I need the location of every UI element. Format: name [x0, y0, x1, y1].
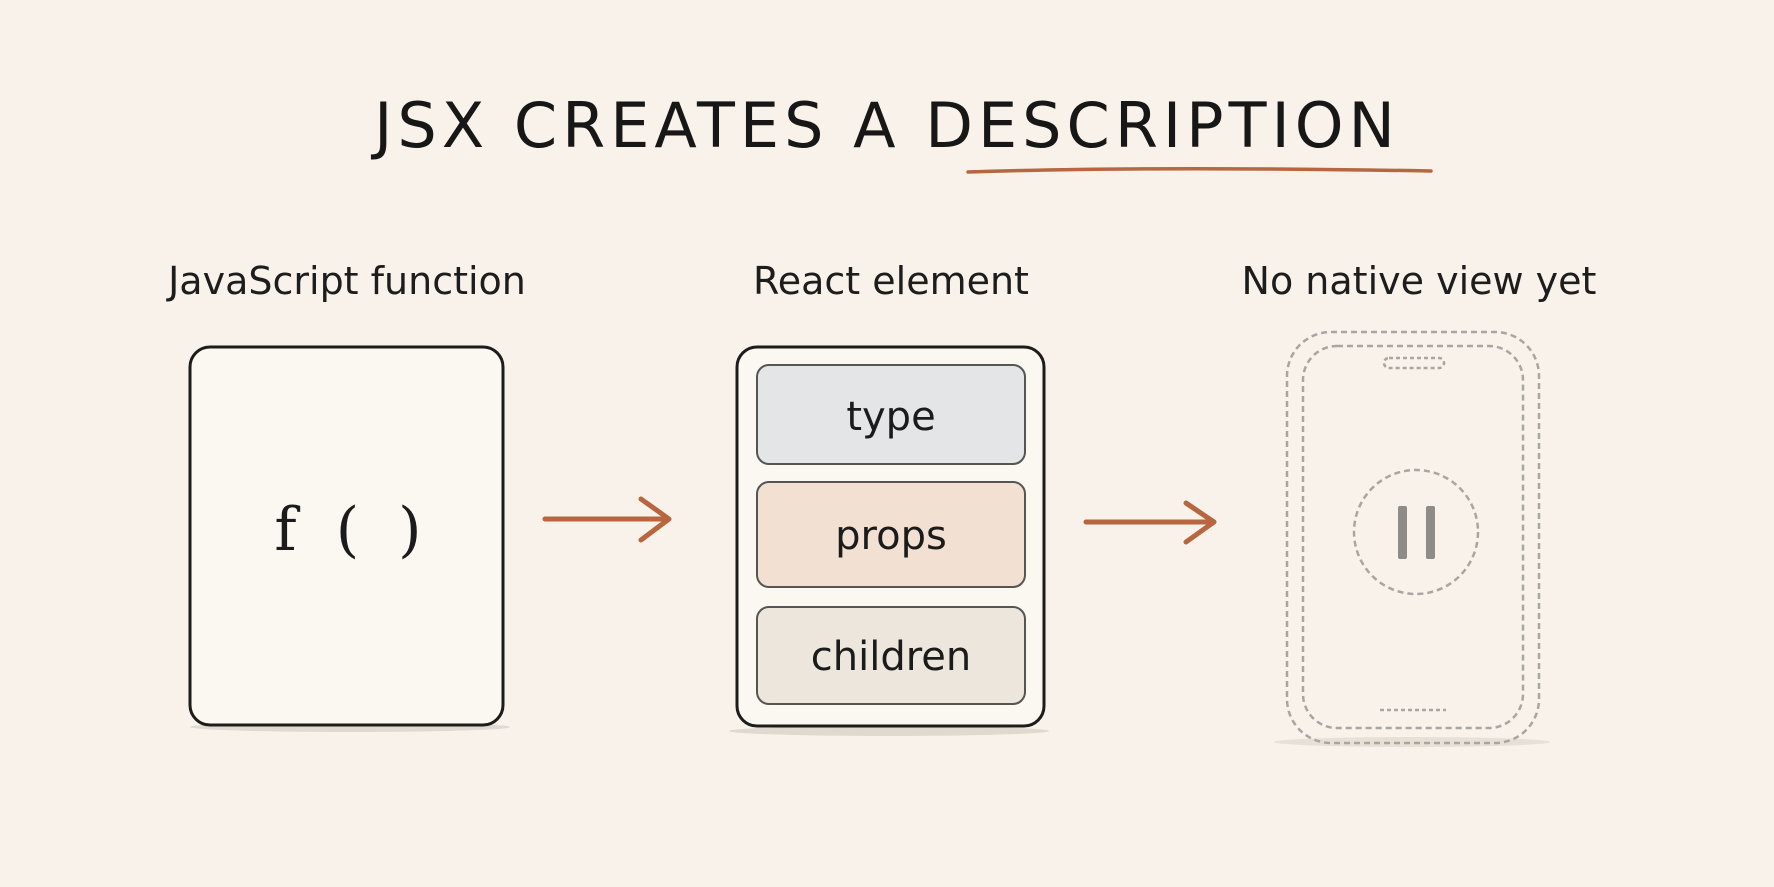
title-underline — [966, 166, 1433, 174]
field-type-box — [756, 364, 1026, 465]
phone-placeholder-icon — [1285, 330, 1541, 745]
arrow-element-to-native — [1083, 500, 1217, 545]
field-props-label: props — [835, 513, 947, 559]
field-children-label: children — [810, 634, 972, 680]
arrow-function-to-element — [542, 496, 672, 543]
field-children-box — [756, 606, 1026, 705]
field-props-box — [756, 481, 1026, 588]
stage-label-element: React element — [753, 259, 1029, 303]
pause-icon — [1398, 506, 1435, 559]
phone-shadow — [1274, 737, 1550, 747]
field-type-label: type — [846, 394, 936, 440]
diagram-title: JSX CREATES A DESCRIPTION — [374, 89, 1400, 162]
function-symbol: f ( ) — [274, 495, 432, 565]
stage-label-function: JavaScript function — [168, 259, 526, 303]
function-box — [188, 345, 505, 727]
element-box-shadow — [729, 726, 1049, 736]
stage-label-native: No native view yet — [1241, 259, 1597, 303]
